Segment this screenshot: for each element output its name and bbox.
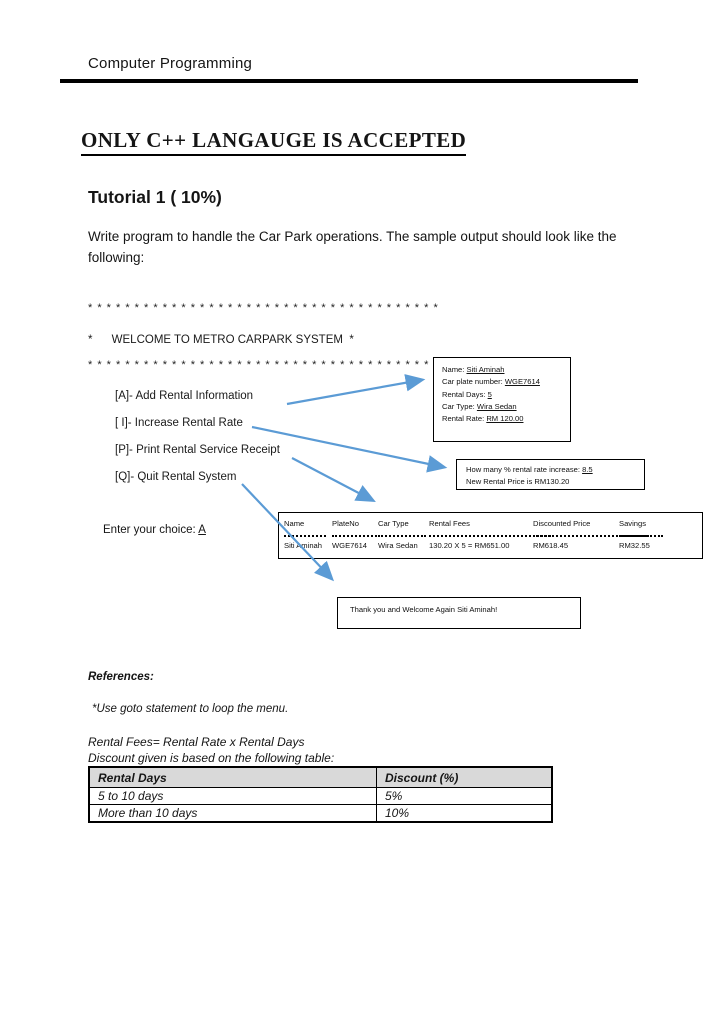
discount-pct-1: 5% bbox=[376, 787, 553, 805]
choice-prompt-value: A bbox=[198, 524, 206, 536]
rental-info-box: Name: Siti Aminah Car plate number: WGE7… bbox=[433, 357, 571, 442]
header-rule bbox=[60, 79, 638, 83]
menu-list: [A]- Add Rental Information [ I]- Increa… bbox=[115, 390, 280, 498]
dotted-rule bbox=[429, 535, 551, 539]
discount-table-row: 5 to 10 days 5% bbox=[88, 787, 553, 805]
rate-result: New Rental Price is RM130.20 bbox=[466, 477, 570, 487]
info-rate: Rental Rate: RM 120.00 bbox=[442, 414, 524, 424]
choice-prompt-label: Enter your choice: bbox=[103, 524, 199, 536]
choice-prompt: Enter your choice: A bbox=[103, 524, 206, 536]
menu-item-increase: [ I]- Increase Rental Rate bbox=[115, 417, 243, 429]
discount-header-days: Rental Days bbox=[88, 766, 377, 788]
thank-you-box: Thank you and Welcome Again Siti Aminah! bbox=[337, 597, 581, 629]
discount-days-2: More than 10 days bbox=[88, 804, 377, 823]
info-type: Car Type: Wira Sedan bbox=[442, 401, 517, 411]
arrow-increase-to-ratebox bbox=[251, 425, 448, 473]
menu-item-print: [P]- Print Rental Service Receipt bbox=[115, 444, 280, 456]
star-separator-bottom: * * * * * * * * * * * * * * * * * * * * … bbox=[88, 359, 438, 371]
rate-increase-box: How many % rental rate increase: 8.5 New… bbox=[456, 459, 645, 490]
discount-table-intro: Discount given is based on the following… bbox=[88, 751, 335, 765]
dotted-rule bbox=[619, 535, 663, 539]
discount-pct-2: 10% bbox=[376, 804, 553, 823]
discount-table-header-row: Rental Days Discount (%) bbox=[88, 766, 553, 788]
menu-item-quit: [Q]- Quit Rental System bbox=[115, 471, 237, 483]
tutorial-intro: Write program to handle the Car Park ope… bbox=[88, 229, 617, 265]
dotted-rule bbox=[378, 535, 426, 539]
discount-table: Rental Days Discount (%) 5 to 10 days 5%… bbox=[88, 766, 553, 823]
discount-header-pct: Discount (%) bbox=[376, 766, 553, 788]
arrow-print-to-receipt bbox=[291, 457, 376, 503]
info-plate: Car plate number: WGE7614 bbox=[442, 377, 540, 387]
course-header: Computer Programming bbox=[88, 55, 253, 72]
page-title: ONLY C++ LANGAUGE IS ACCEPTED bbox=[81, 128, 467, 156]
welcome-banner: * WELCOME TO METRO CARPARK SYSTEM * bbox=[88, 334, 354, 346]
tutorial-heading: Tutorial 1 ( 10%) bbox=[88, 187, 222, 207]
references-heading: References: bbox=[88, 671, 154, 683]
thank-you-text: Thank you and Welcome Again Siti Aminah! bbox=[350, 605, 498, 614]
rental-fees-formula: Rental Fees= Rental Rate x Rental Days bbox=[88, 735, 305, 749]
references-note: *Use goto statement to loop the menu. bbox=[92, 703, 289, 715]
info-days: Rental Days: 5 bbox=[442, 389, 492, 399]
star-separator-top: * * * * * * * * * * * * * * * * * * * * … bbox=[88, 302, 438, 314]
discount-table-row: More than 10 days 10% bbox=[88, 804, 553, 823]
dotted-rule bbox=[332, 535, 377, 539]
dotted-rule bbox=[533, 535, 649, 539]
arrow-add-to-infobox bbox=[286, 374, 426, 406]
dotted-rule bbox=[284, 535, 326, 539]
menu-item-add: [A]- Add Rental Information bbox=[115, 390, 254, 402]
info-name: Name: Siti Aminah bbox=[442, 365, 505, 374]
rate-question: How many % rental rate increase: 8.5 bbox=[466, 465, 593, 474]
discount-days-1: 5 to 10 days bbox=[88, 787, 377, 805]
